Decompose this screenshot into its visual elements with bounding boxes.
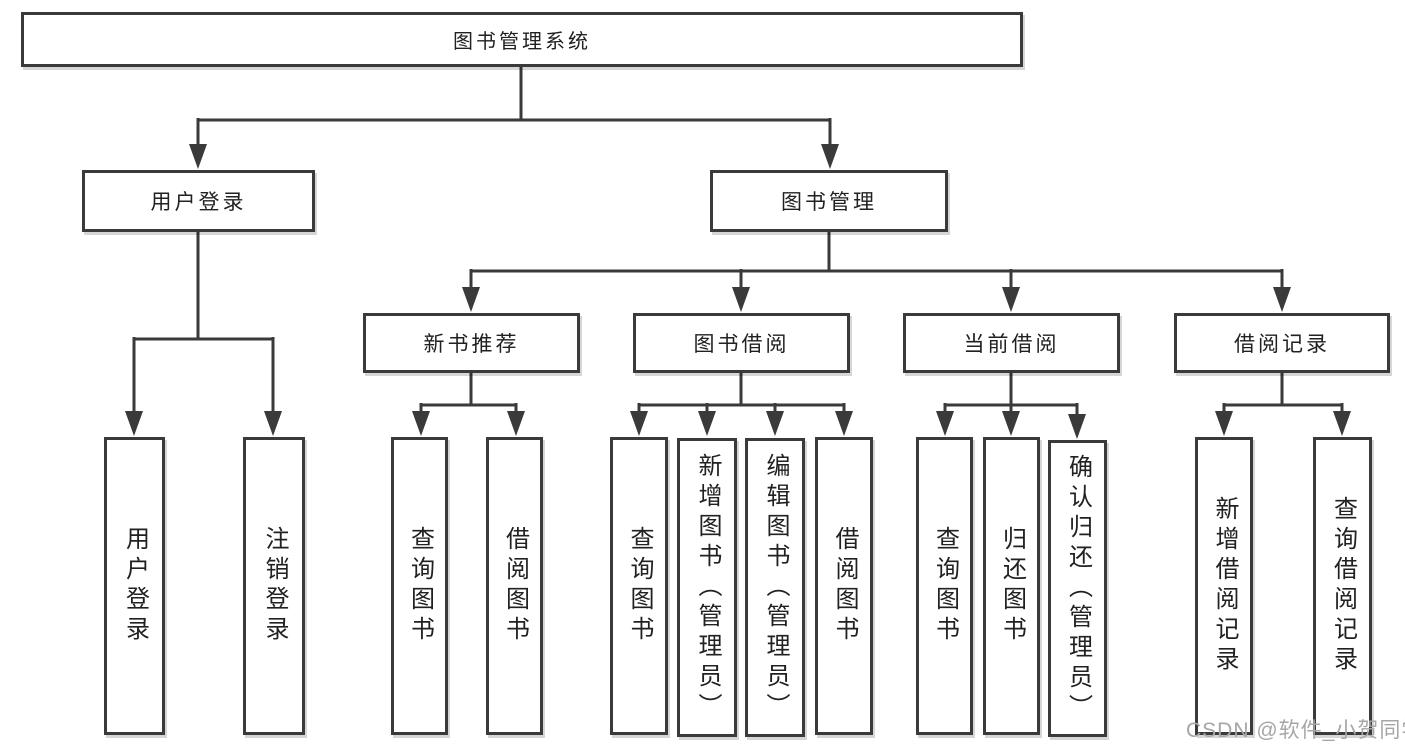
- csdn-watermark: CSDN @软件_小贺同学: [1186, 719, 1405, 742]
- node-user-login: 用户登录: [82, 170, 315, 232]
- leaf-nb-borrow-book: 借阅图书: [486, 437, 543, 735]
- leaf-br-add-record: 新增借阅记录: [1195, 437, 1253, 735]
- leaf-logout: 注销登录: [243, 437, 305, 735]
- node-borrow-record: 借阅记录: [1174, 313, 1390, 373]
- leaf-nb-query-book: 查询图书: [391, 437, 448, 735]
- node-root-system: 图书管理系统: [21, 12, 1023, 67]
- leaf-br-query-record: 查询借阅记录: [1313, 437, 1372, 735]
- leaf-bb-borrow-book: 借阅图书: [815, 437, 873, 735]
- arrowheads-new-book: [412, 411, 525, 436]
- arrowheads-borrow-record: [1215, 411, 1351, 436]
- node-current-borrow: 当前借阅: [903, 313, 1120, 373]
- leaf-bb-add-book-admin: 新增图书（管理员）: [677, 438, 737, 737]
- arrowheads-level3: [462, 287, 1291, 312]
- leaf-cb-query-book: 查询图书: [916, 437, 973, 735]
- arrowheads-current-borrow: [936, 411, 1086, 439]
- connector-borrow-record-children: [1222, 372, 1344, 415]
- arrowheads-level2: [189, 144, 839, 169]
- connector-book-management-children: [469, 231, 1284, 292]
- leaf-bb-query-book: 查询图书: [610, 437, 668, 735]
- leaf-bb-edit-book-admin: 编辑图书（管理员）: [745, 438, 805, 737]
- connector-user-login-children: [132, 231, 275, 415]
- arrowheads-book-borrow: [630, 411, 853, 436]
- node-new-book-recommend: 新书推荐: [363, 313, 580, 373]
- leaf-cb-return-book: 归还图书: [983, 437, 1040, 735]
- connector-new-book-children: [419, 372, 518, 415]
- node-book-management: 图书管理: [710, 170, 948, 232]
- node-book-borrow: 图书借阅: [633, 313, 850, 373]
- connector-book-borrow-children: [637, 372, 846, 415]
- connector-root-children: [196, 66, 832, 148]
- leaf-user-login: 用户登录: [104, 437, 165, 735]
- arrowheads-user-login: [125, 411, 282, 436]
- leaf-cb-confirm-return-admin: 确认归还（管理员）: [1048, 440, 1107, 737]
